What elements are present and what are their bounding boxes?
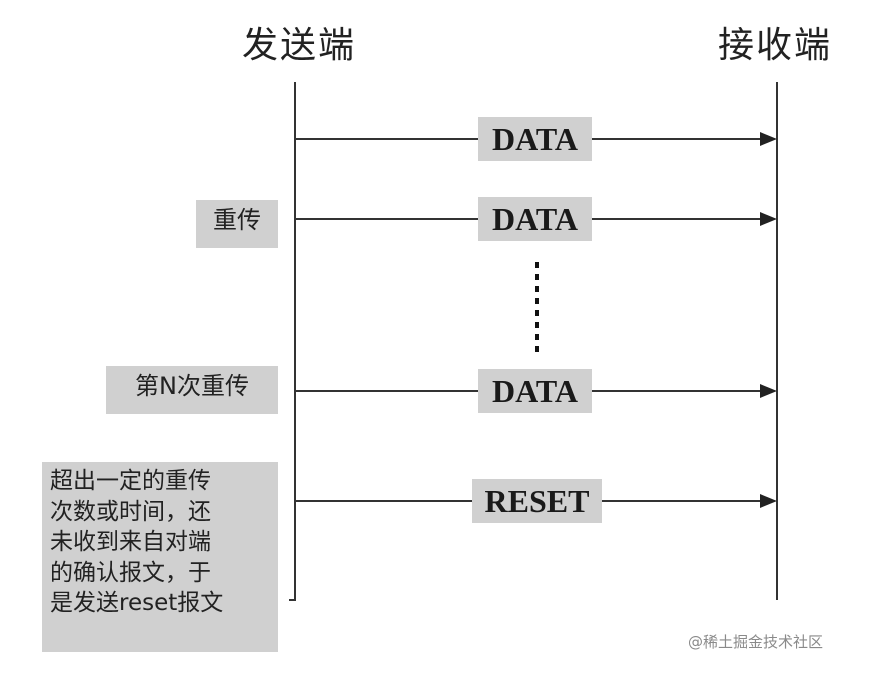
arrowhead-data-1 [760, 132, 777, 146]
timeout-line-1: 超出一定的重传 [50, 468, 211, 494]
timeout-line-3: 未收到来自对端 [50, 529, 211, 556]
packet-label-reset: RESET [472, 479, 602, 523]
retransmit-label: 重传 [196, 200, 278, 248]
packet-label-data-2: DATA [478, 197, 592, 241]
watermark: @稀土掘金技术社区 [688, 633, 824, 651]
receiver-title: 接收端 [718, 25, 833, 66]
arrowhead-data-2 [760, 212, 777, 226]
arrowhead-data-3 [760, 384, 777, 398]
nth-retransmit-label: 第N次重传 [106, 366, 278, 414]
packet-label-data-3: DATA [478, 369, 592, 413]
sender-title: 发送端 [242, 25, 357, 66]
packet-label-data-1: DATA [478, 117, 592, 161]
timeout-line-4: 的确认报文，于 [50, 559, 211, 586]
timeout-line-2: 次数或时间，还 [50, 498, 211, 525]
timeout-reset-label: 超出一定的重传 次数或时间，还 未收到来自对端 的确认报文，于 是发送reset… [42, 462, 278, 652]
timeout-line-5: 是发送reset报文 [50, 590, 224, 617]
arrowhead-reset [760, 494, 777, 508]
